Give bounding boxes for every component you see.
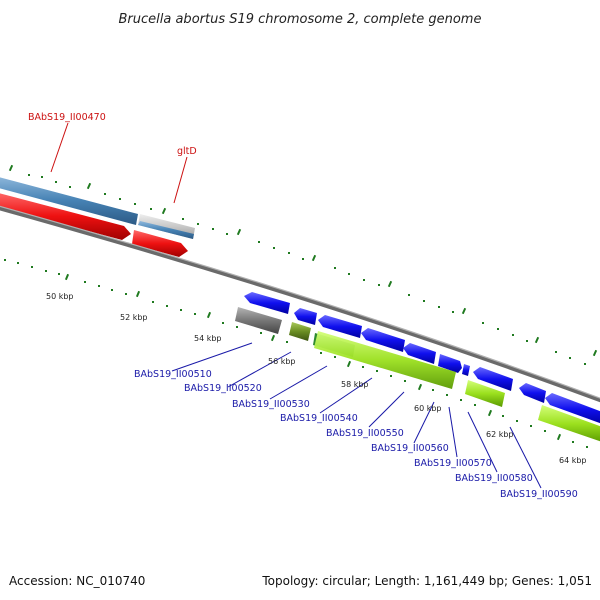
cds-red-1[interactable] <box>0 192 131 240</box>
scale-label-60: 60 kbp <box>414 404 442 413</box>
genome-backbone-highlight <box>0 205 600 399</box>
cds-babs19-ii00550[interactable] <box>403 343 436 364</box>
gene-label-babs19-ii00590[interactable]: BAbS19_II00590 <box>500 489 578 500</box>
gene-label-babs19-ii00580[interactable]: BAbS19_II00580 <box>455 473 533 484</box>
topology-summary: Topology: circular; Length: 1,161,449 bp… <box>261 574 592 588</box>
red-leader-lines <box>50 122 188 204</box>
cds-babs19-ii00590[interactable] <box>519 383 546 403</box>
gene-label-gltd[interactable]: gltD <box>177 146 197 157</box>
cds-gray-block[interactable] <box>235 307 282 334</box>
cds-green-long[interactable] <box>314 331 456 389</box>
genome-backbone <box>0 206 600 403</box>
inner-tick-row <box>4 259 588 448</box>
cds-babs19-ii00530[interactable] <box>318 315 362 338</box>
cds-babs19-ii00520[interactable] <box>294 308 317 325</box>
cds-babs19-ii00570[interactable] <box>462 364 470 376</box>
scale-label-64: 64 kbp <box>559 456 587 465</box>
cds-babs19-ii00560[interactable] <box>438 354 462 373</box>
scale-label-54: 54 kbp <box>194 334 222 343</box>
cds-babs19-ii00470[interactable] <box>0 176 138 225</box>
scale-label-58: 58 kbp <box>341 380 369 389</box>
gene-label-babs19-ii00470[interactable]: BAbS19_II00470 <box>28 112 106 123</box>
accession-text: Accession: NC_010740 <box>9 574 145 588</box>
scale-label-50: 50 kbp <box>46 292 74 301</box>
gene-label-babs19-ii00510[interactable]: BAbS19_II00510 <box>134 369 212 380</box>
map-title: Brucella abortus S19 chromosome 2, compl… <box>119 12 482 27</box>
cds-green-end[interactable] <box>538 405 600 443</box>
gene-label-babs19-ii00540[interactable]: BAbS19_II00540 <box>280 413 358 424</box>
gene-label-babs19-ii00520[interactable]: BAbS19_II00520 <box>184 383 262 394</box>
gene-label-babs19-ii00570[interactable]: BAbS19_II00570 <box>414 458 492 469</box>
cds-babs19-ii00580[interactable] <box>473 367 513 391</box>
cds-red-2[interactable] <box>132 230 188 257</box>
scale-label-62: 62 kbp <box>486 430 514 439</box>
cds-green-short[interactable] <box>465 380 505 407</box>
gene-label-babs19-ii00550[interactable]: BAbS19_II00550 <box>326 428 404 439</box>
outer-tick-row <box>8 164 598 365</box>
cds-babs19-ii00510[interactable] <box>244 292 290 314</box>
gene-label-babs19-ii00530[interactable]: BAbS19_II00530 <box>232 399 310 410</box>
cds-babs19-ii00540[interactable] <box>361 328 405 352</box>
scale-label-52: 52 kbp <box>120 313 148 322</box>
gene-label-babs19-ii00560[interactable]: BAbS19_II00560 <box>371 443 449 454</box>
cds-gltd-lower[interactable] <box>138 221 194 239</box>
cds-blue-end[interactable] <box>545 393 600 425</box>
scale-label-56: 56 kbp <box>268 357 296 366</box>
cds-olive-block[interactable] <box>289 322 311 341</box>
blue-leader-lines <box>171 342 542 489</box>
